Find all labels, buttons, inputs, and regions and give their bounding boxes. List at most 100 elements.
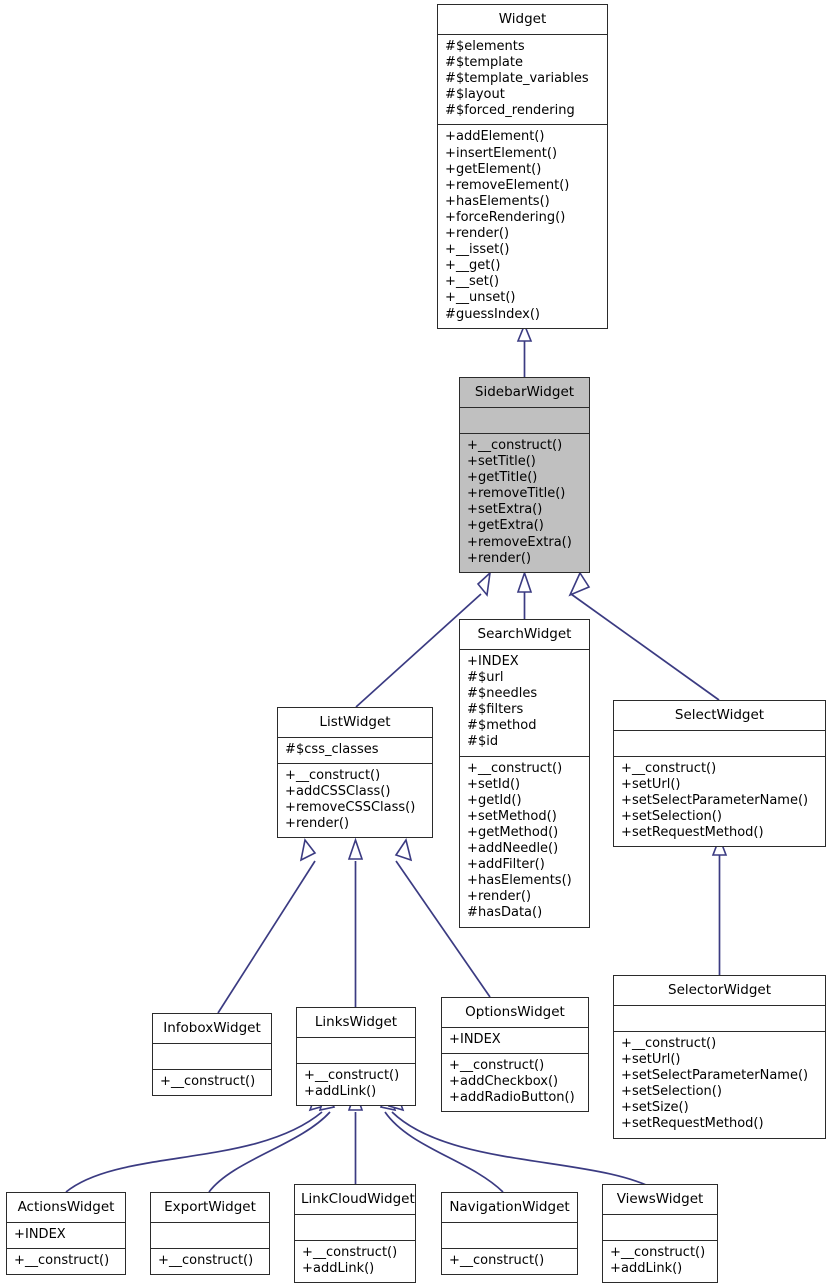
attribute-label: $css_classes — [296, 742, 379, 757]
visibility-marker: + — [467, 454, 478, 470]
visibility-marker: + — [445, 129, 456, 145]
operation-row: +__construct() — [621, 1036, 818, 1052]
operation-row: +addRadioButton() — [449, 1090, 581, 1106]
visibility-marker: + — [285, 784, 296, 800]
class-attributes-sidebarwidget — [460, 407, 589, 433]
class-attributes-viewswidget — [603, 1214, 717, 1240]
visibility-marker: + — [445, 177, 456, 193]
uml-class-sidebarwidget[interactable]: SidebarWidget+__construct()+setTitle()+g… — [459, 377, 590, 573]
operation-row: +getElement() — [445, 162, 600, 178]
class-name-infoboxwidget: InfoboxWidget — [163, 1020, 261, 1036]
visibility-marker: # — [445, 103, 456, 119]
visibility-marker: + — [445, 290, 456, 306]
operation-row: +removeCSSClass() — [285, 800, 425, 816]
operation-label: addLink() — [621, 1261, 683, 1277]
operation-row: +addLink() — [302, 1261, 408, 1277]
operation-label: removeCSSClass() — [296, 800, 416, 816]
operation-label: getMethod() — [478, 824, 559, 840]
operation-row: +__construct() — [14, 1253, 118, 1269]
uml-class-linkswidget[interactable]: LinksWidget+__construct()+addLink() — [296, 1007, 416, 1107]
operation-row: +setRequestMethod() — [621, 1116, 818, 1132]
visibility-marker: + — [610, 1245, 621, 1260]
operation-row: +getExtra() — [467, 518, 582, 534]
uml-class-actionswidget[interactable]: ActionsWidget +INDEX +__construct() — [6, 1192, 126, 1276]
class-attributes-searchwidget: +INDEX#$url#$needles#$filters#$method#$i… — [460, 649, 589, 756]
operation-label: __construct() — [315, 1068, 400, 1083]
operation-label: __construct() — [296, 768, 381, 784]
operation-row: +render() — [445, 226, 600, 242]
arrowhead-sidebarwidget-left — [476, 570, 492, 597]
operation-row: +removeExtra() — [467, 535, 582, 551]
attribute-row: +INDEX — [14, 1227, 118, 1243]
class-name-actionswidget: ActionsWidget — [17, 1199, 115, 1215]
edge-exportwidget-linkswidget — [208, 1111, 331, 1193]
class-name-viewswidget: ViewsWidget — [616, 1191, 704, 1207]
class-attributes-listwidget: #$css_classes — [278, 737, 432, 763]
uml-class-listwidget[interactable]: ListWidget#$css_classes+__construct()+ad… — [277, 707, 433, 839]
class-attributes-linkswidget — [297, 1037, 415, 1063]
visibility-marker: # — [445, 55, 456, 71]
attribute-row: #$id — [467, 734, 582, 750]
visibility-marker: + — [467, 502, 478, 518]
visibility-marker: + — [467, 760, 478, 776]
attribute-row: +INDEX — [467, 654, 582, 670]
class-operations-widget: +addElement()+insertElement()+getElement… — [438, 124, 607, 327]
operation-row: +__construct() — [449, 1253, 570, 1269]
class-name-selectwidget: SelectWidget — [674, 707, 765, 723]
visibility-marker: + — [621, 793, 632, 809]
uml-class-widget[interactable]: Widget#$elements#$template#$template_var… — [437, 4, 608, 329]
operation-label: render() — [478, 550, 532, 566]
uml-class-selectwidget[interactable]: SelectWidget+__construct()+setUrl()+setS… — [613, 700, 826, 848]
uml-class-navigationwidget[interactable]: NavigationWidget+__construct() — [441, 1192, 578, 1276]
operation-label: __construct() — [25, 1253, 110, 1269]
operation-row: +setId() — [467, 777, 582, 793]
uml-class-infoboxwidget[interactable]: InfoboxWidget +__construct() — [152, 1013, 272, 1097]
operation-label: __construct() — [632, 1036, 717, 1051]
uml-class-selectorwidget[interactable]: SelectorWidget+__construct()+setUrl()+se… — [613, 975, 826, 1139]
operation-label: __construct() — [171, 1074, 256, 1089]
operation-row: +__construct() — [158, 1253, 262, 1269]
operation-row: +hasElements() — [445, 194, 600, 210]
uml-class-searchwidget[interactable]: SearchWidget +INDEX#$url#$needles#$filter… — [459, 619, 590, 928]
visibility-marker: + — [467, 550, 478, 566]
attribute-row: #$filters — [467, 702, 582, 718]
class-operations-viewswidget: +__construct()+addLink() — [603, 1240, 717, 1282]
operation-row: +setMethod() — [467, 809, 582, 825]
uml-class-viewswidget[interactable]: ViewsWidget +__construct()+addLink() — [602, 1184, 718, 1284]
uml-class-exportwidget[interactable]: ExportWidget+__construct() — [150, 1192, 270, 1276]
class-operations-sidebarwidget: +__construct()+setTitle()+getTitle()+rem… — [460, 433, 589, 572]
visibility-marker: + — [285, 768, 296, 784]
class-attributes-selectwidget — [614, 730, 825, 756]
visibility-marker: + — [449, 1090, 460, 1106]
operation-label: getId() — [478, 792, 522, 808]
operation-label: setRequestMethod() — [632, 825, 764, 841]
edge-navigationwidget-linkswidget — [384, 1111, 504, 1193]
uml-class-optionswidget[interactable]: OptionsWidget+INDEX+__construct()+addChe… — [441, 997, 589, 1113]
class-operations-linkswidget: +__construct()+addLink() — [297, 1063, 415, 1105]
operation-row: +addCSSClass() — [285, 784, 425, 800]
visibility-marker: # — [467, 670, 478, 686]
attribute-row: #$template — [445, 55, 600, 71]
attribute-row: +INDEX — [449, 1032, 581, 1048]
attribute-row: #$forced_rendering — [445, 103, 600, 119]
operation-label: render() — [296, 816, 350, 832]
visibility-marker: + — [467, 470, 478, 486]
arrowhead-listwidget-mid — [347, 837, 364, 860]
operation-label: setUrl() — [632, 1052, 681, 1068]
class-operations-infoboxwidget: +__construct() — [153, 1069, 271, 1095]
class-attributes-actionswidget: +INDEX — [7, 1222, 125, 1248]
operation-label: setSelection() — [632, 809, 722, 825]
visibility-marker: # — [467, 686, 478, 702]
class-name-searchwidget: SearchWidget — [477, 626, 572, 642]
operation-row: +setTitle() — [467, 454, 582, 470]
visibility-marker: + — [445, 258, 456, 274]
attribute-row: #$url — [467, 670, 582, 686]
visibility-marker: + — [304, 1068, 315, 1083]
visibility-marker: + — [467, 792, 478, 808]
visibility-marker: + — [449, 1058, 460, 1074]
operation-label: addLink() — [313, 1261, 375, 1277]
operation-row: +getId() — [467, 793, 582, 809]
uml-class-linkcloudwidget[interactable]: LinkCloudWidget+__construct()+addLink() — [294, 1184, 416, 1284]
visibility-marker: + — [467, 438, 478, 453]
